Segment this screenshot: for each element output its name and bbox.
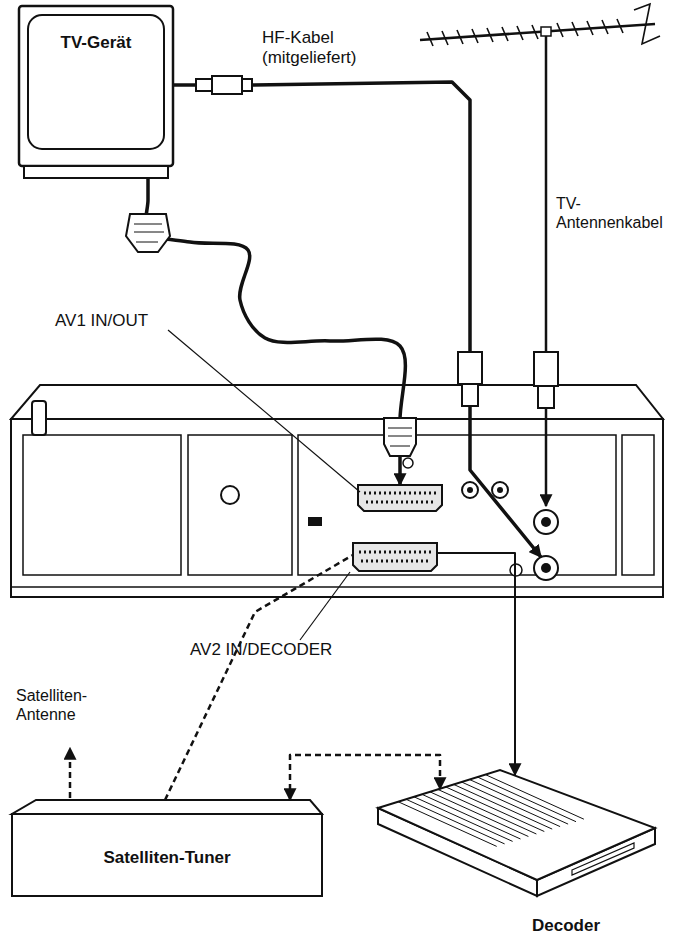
decoder-ridges [398,775,584,847]
rca-pin [497,487,503,493]
node-label: TV-Gerät [26,33,166,53]
scart-socket [358,485,442,511]
tuner-top [12,800,322,814]
node-label: AV1 IN/OUT [55,311,275,331]
panel-section [298,435,616,575]
ground-screw [403,458,413,468]
selector-switch [308,517,322,526]
antenna-clamp [541,27,551,36]
plug-pin [186,84,196,86]
vcr-top [11,385,663,419]
scart-plug [126,214,170,252]
antenna-boom [420,24,655,40]
antenna-plug [534,352,558,386]
tv-base [24,166,168,178]
rca-pin [467,487,473,493]
rf-socket [534,510,558,534]
panel-screw [221,486,239,504]
cable-label: Satelliten-Antenne [16,686,116,724]
decoder-top [378,770,655,880]
small-socket [510,564,522,576]
rca-socket [462,482,478,498]
panel-section [23,435,181,575]
socket-pins [359,552,431,561]
vcr-back-panel [11,419,663,597]
satellite-tuner-outline [10,792,324,900]
node-label: Satelliten-Tuner [12,848,322,868]
tv-cabinet [19,6,173,166]
cable-label: HF-Kabel (mitgeliefert) [262,28,382,69]
antenna-elements [427,19,623,46]
tv-set: TV-Gerät [18,5,174,180]
decoder-box: Decoder [372,766,664,942]
cable-label: TV-Antennenkabel [556,194,668,232]
mains-cable-post [32,401,46,435]
video-recorder: AV1 IN/OUTAV2 IN/DECODER [8,383,665,605]
rf-pin [541,563,551,573]
node-label: Decoder [532,916,662,936]
video-recorder-outline [8,383,665,605]
decoder-box-outline [372,766,664,942]
satellite-arrow [69,748,72,798]
hf-plug [458,352,482,384]
scart-socket [353,543,437,571]
satellite-tuner: Satelliten-Tuner [10,792,324,900]
antenna-reflector [634,4,660,44]
antenna-cable [545,36,548,352]
panel-section [622,435,654,575]
node-label: AV2 IN/DECODER [190,640,410,660]
rf-pin [541,517,551,527]
tv-set-outline [18,5,174,180]
rf-socket [534,556,558,580]
decoder-slot [572,843,634,875]
hf-plug-sleeve [242,79,252,91]
vcr-base-line [11,586,663,588]
hf-plug [212,76,242,94]
socket-pins [364,493,436,502]
hf-plug-tip [196,79,212,91]
panel-section [188,435,292,575]
plug-ridges [134,224,164,242]
dashed-connection [290,755,440,800]
rca-socket [492,482,508,498]
tuner-front [12,814,322,896]
